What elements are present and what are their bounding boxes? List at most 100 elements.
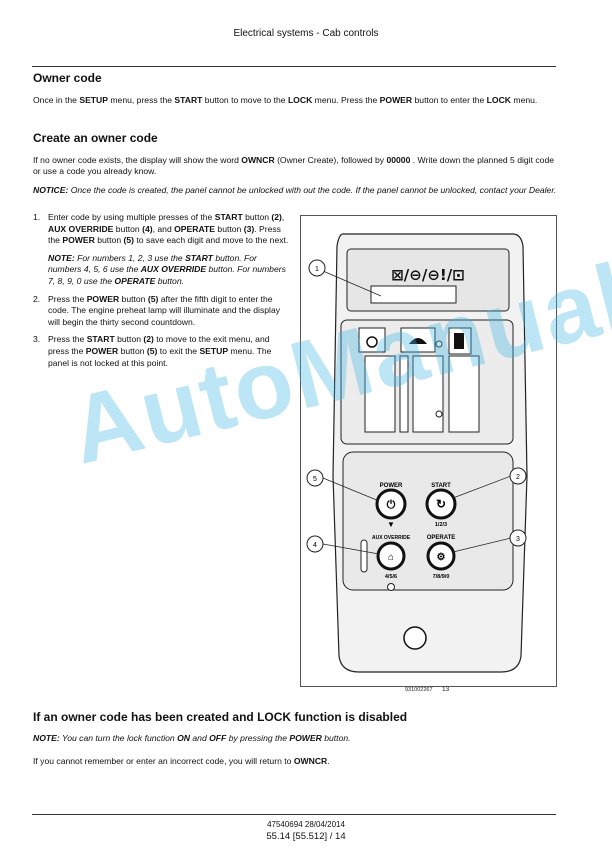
start-button[interactable] <box>425 488 457 520</box>
operate-button[interactable] <box>426 541 456 571</box>
emphasis-text: (5) <box>147 293 159 304</box>
callout-leader-3 <box>452 537 512 553</box>
emphasis-text: POWER <box>86 293 120 304</box>
text-run: Press the <box>48 334 87 345</box>
text-run: by pressing the <box>226 733 290 743</box>
create-paragraph: If no owner code exists, the display wil… <box>33 155 557 178</box>
operate-digits: 7/8/9/0 <box>433 574 450 580</box>
callout-3 <box>509 529 527 547</box>
step-2-text: Press the POWER button (5) after the fif… <box>48 294 291 329</box>
callout-1-label: 1 <box>315 266 319 273</box>
gauge-left <box>364 355 396 433</box>
heading-create-owner-code: Create an owner code <box>33 131 158 145</box>
text-run: . Write down the planned 5 digit code or… <box>33 155 554 177</box>
emphasis-text: NOTE: <box>48 252 75 263</box>
emphasis-text: START <box>214 212 243 222</box>
step-1: 1. Enter code by using multiple presses … <box>33 212 291 288</box>
header-rule <box>32 66 556 67</box>
aux-slot <box>360 539 368 573</box>
gauge-center-bar <box>399 355 409 433</box>
power-arrow-icon: ▼ <box>387 520 395 529</box>
step-3-text: Press the START button (2) to move to th… <box>48 334 291 369</box>
start-digits: 1/2/3 <box>435 522 447 528</box>
fuel-pump <box>454 333 464 349</box>
text-run: menu. <box>511 95 538 105</box>
text-run: . <box>327 756 330 766</box>
emphasis-text: OWNCR <box>241 155 275 165</box>
text-run: menu. The panel is not locked at this po… <box>48 345 272 368</box>
emphasis-text: START <box>86 334 115 345</box>
button-module <box>342 451 514 591</box>
emphasis-text: 00000 <box>386 155 411 165</box>
power-icon: ⏻ <box>387 498 396 511</box>
text-run: to save each digit and move to the next. <box>134 235 289 246</box>
aux-override-button[interactable] <box>376 541 406 571</box>
callout-leader-4 <box>322 543 380 555</box>
callout-2 <box>509 467 527 485</box>
emphasis-text: START <box>185 252 213 263</box>
owner-code-paragraph: Once in the SETUP menu, press the START … <box>33 95 557 106</box>
owncr-paragraph: If you cannot remember or enter an incor… <box>33 756 557 767</box>
callout-5 <box>306 469 324 487</box>
text-run: button. For numbers 7, 8, 9, 0 use the <box>48 264 286 286</box>
figure-caption: 931002267 <box>405 687 433 693</box>
text-run: If no owner code exists, the display wil… <box>33 155 242 165</box>
text-run: button <box>119 293 148 304</box>
emphasis-text: OPERATE <box>114 275 156 286</box>
text-run: button <box>113 223 143 234</box>
emphasis-text: SETUP <box>199 345 229 356</box>
text-run: , and <box>152 223 175 234</box>
notice-text: Once the code is created, the panel cann… <box>68 185 557 195</box>
emphasis-text: (2) <box>143 334 154 345</box>
emphasis-text: AUX OVERRIDE <box>48 223 114 234</box>
emphasis-text: POWER <box>62 235 95 246</box>
operate-icon: ⚙ <box>437 552 446 563</box>
page-header: Electrical systems - Cab controls <box>233 28 379 39</box>
footer-page-number: 55.14 [55.512] / 14 <box>266 831 346 842</box>
step-2: 2. Press the POWER button (5) after the … <box>33 294 291 329</box>
emphasis-text: OPERATE <box>174 223 216 234</box>
gauge-middle <box>412 355 444 433</box>
power-label: POWER <box>380 483 403 489</box>
heading-owner-code: Owner code <box>33 71 102 85</box>
emphasis-text: (3) <box>243 223 255 234</box>
emphasis-text: LOCK <box>486 95 512 105</box>
callout-leader-2 <box>452 475 512 499</box>
text-run: to move to the exit menu, and press the <box>48 334 270 356</box>
emphasis-text: POWER <box>379 95 413 105</box>
text-run: Press the <box>48 293 87 304</box>
power-button[interactable] <box>375 488 407 520</box>
lock-note-paragraph: NOTE: You can turn the lock function ON … <box>33 733 557 744</box>
text-run: button. <box>321 733 351 743</box>
steps-list: 1. Enter code by using multiple presses … <box>33 212 291 375</box>
emphasis-text: SETUP <box>79 95 108 105</box>
text-run: after the fifth digit to enter the code.… <box>48 293 281 327</box>
emphasis-text: AUX OVERRIDE <box>140 264 207 275</box>
text-run: For numbers 1, 2, 3 use the <box>74 252 186 263</box>
emphasis-text: POWER <box>85 345 119 356</box>
key-switch[interactable] <box>403 626 427 650</box>
text-run: menu. Press the <box>312 95 380 105</box>
step-number: 2. <box>33 293 41 304</box>
step-1-text: Enter code by using multiple presses of … <box>48 212 291 247</box>
text-run: button. <box>155 275 184 286</box>
text-run: button <box>118 345 147 356</box>
heading-lock-disabled: If an owner code has been created and LO… <box>33 710 408 724</box>
text-run: button to move to the <box>202 95 288 105</box>
control-panel-illustration: ⊠/⊖/⊖!/⊡ POWER ⏻ ▼ START ↻ 1/2/3 AUX OVE… <box>306 233 528 673</box>
notice-paragraph: NOTICE: Once the code is created, the pa… <box>33 185 557 196</box>
control-panel-figure: ⊠/⊖/⊖!/⊡ POWER ⏻ ▼ START ↻ 1/2/3 AUX OVE… <box>300 215 557 687</box>
emphasis-text: ON <box>177 733 190 743</box>
text-run: You can turn the lock function <box>59 733 178 743</box>
callout-leader-5 <box>322 477 380 502</box>
text-run: menu, press the <box>108 95 175 105</box>
emphasis-text: (5) <box>146 345 158 356</box>
lcd-screen <box>370 285 457 304</box>
aux-lamp <box>387 583 395 591</box>
aux-override-icon: ⌂ <box>388 552 394 563</box>
step-number: 3. <box>33 334 41 345</box>
text-run: button to enter the <box>412 95 487 105</box>
display-icons: ⊠/⊖/⊖!/⊡ <box>391 266 465 284</box>
text-run: button <box>215 223 244 234</box>
indicator-lamp <box>435 410 443 418</box>
